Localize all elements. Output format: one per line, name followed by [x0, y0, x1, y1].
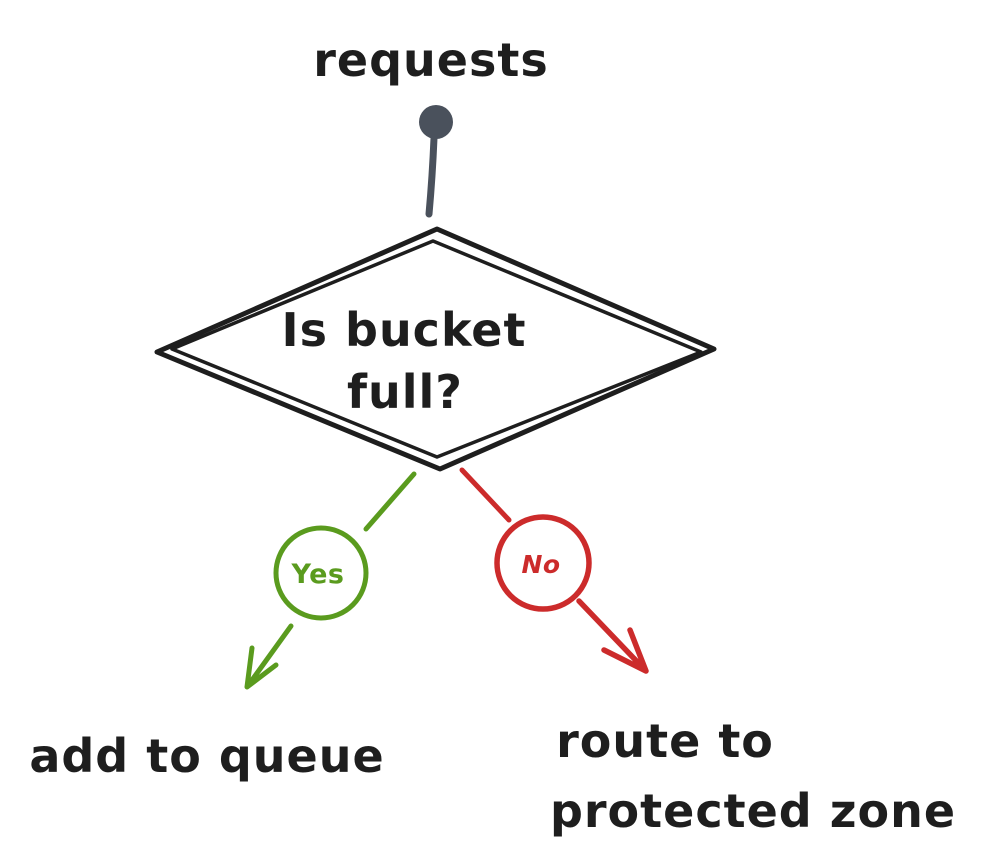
outcome-protected-label-line1: route to: [556, 714, 774, 768]
outcome-queue-label: add to queue: [29, 729, 384, 783]
no-edge-upper: [459, 467, 512, 523]
decision-text-line2: full?: [347, 365, 463, 419]
no-circle: [494, 514, 592, 612]
pin-stem: [425, 134, 438, 218]
no-branch: No: [459, 467, 649, 674]
yes-label: Yes: [291, 559, 345, 590]
decision-diamond-outline-outer: [154, 226, 717, 472]
yes-arrow: [244, 623, 294, 690]
pin-head: [419, 105, 453, 139]
decision-diamond: Is bucket full?: [154, 226, 717, 472]
no-label: No: [521, 550, 560, 579]
yes-branch: Yes: [244, 471, 417, 690]
decision-diamond-outline-inner: [170, 239, 703, 459]
pin-icon: [419, 105, 453, 218]
decision-text-line1: Is bucket: [282, 303, 527, 357]
no-arrow: [576, 598, 649, 674]
yes-edge-upper: [363, 471, 417, 532]
requests-label: requests: [313, 33, 549, 87]
yes-circle: [273, 525, 369, 621]
outcome-protected-label-line2: protected zone: [550, 784, 956, 838]
